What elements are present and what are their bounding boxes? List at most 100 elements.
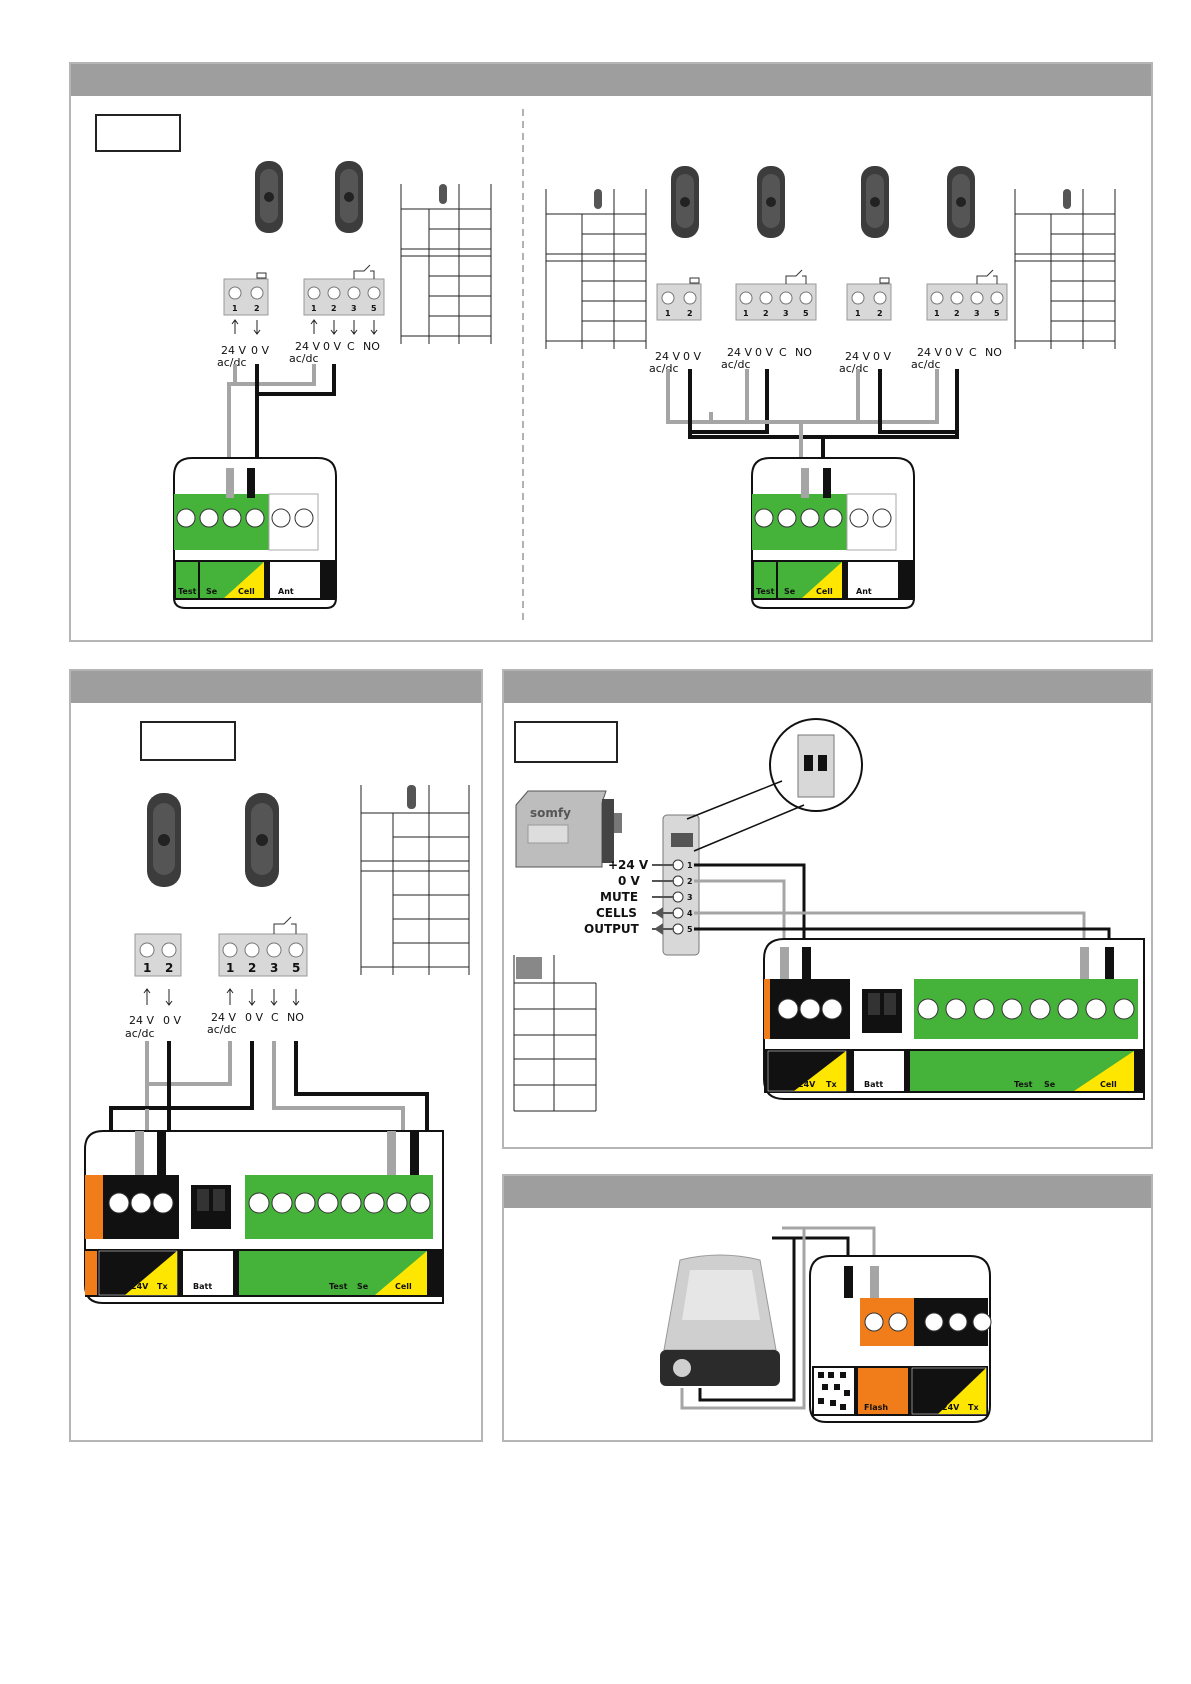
tx-terminal-num: 1	[226, 961, 234, 975]
terminal-table	[513, 955, 597, 1112]
photocell-receiver-icon	[255, 161, 283, 233]
tx-terminal-num: 5	[292, 961, 300, 975]
wire-label: ac/dc	[839, 362, 869, 375]
photocell-receiver-icon	[147, 793, 181, 887]
wire-label: ac/dc	[217, 356, 247, 369]
wire-label: C	[347, 340, 355, 353]
rx-terminal-num: 2	[687, 309, 693, 318]
wire-label: 0 V	[163, 1014, 181, 1027]
tx-terminal-num: 5	[371, 304, 377, 313]
pin-label-24v: +24 V	[608, 858, 649, 872]
rx-terminal-num: 1	[232, 304, 238, 313]
board-label-tx: Tx	[968, 1403, 979, 1412]
board-label-ant: Ant	[856, 587, 872, 596]
board-label-se: Se	[784, 587, 796, 596]
tx-terminal-num: 2	[331, 304, 337, 313]
rx-terminal-num: 1	[665, 309, 671, 318]
board-label-24v: 24V	[942, 1403, 960, 1412]
photocell-receiver-icon	[671, 166, 699, 238]
reflex-photocell-icon: somfy	[515, 790, 622, 868]
board-label-test: Test	[1014, 1080, 1033, 1089]
panel-header	[71, 64, 1151, 96]
rx-terminal-num: 2	[254, 304, 260, 313]
wire-label: 0 V	[755, 346, 773, 359]
wire-label: C	[969, 346, 977, 359]
tx-terminal-num: 3	[974, 309, 980, 318]
wire-label: 0 V	[945, 346, 963, 359]
board-label-ant: Ant	[278, 587, 294, 596]
board-label-tx: Tx	[826, 1080, 837, 1089]
wire-label: ac/dc	[649, 362, 679, 375]
wire-label: C	[271, 1011, 279, 1024]
svg-text:2: 2	[687, 877, 693, 886]
photocell-transmitter-icon	[757, 166, 785, 238]
tx-terminal-block: 1 2 3 5	[735, 269, 817, 321]
rx-terminal-block: 1 2	[846, 277, 892, 321]
panel-flashing-light: Flash 24V Tx	[502, 1174, 1153, 1442]
tx-terminal-num: 5	[994, 309, 1000, 318]
board-label-cell: Cell	[816, 587, 833, 596]
board-label-cell: Cell	[1100, 1080, 1117, 1089]
photocell-transmitter-icon	[245, 793, 279, 887]
wire-label: 0 V	[323, 340, 341, 353]
flashing-light-wiring-diagram: Flash 24V Tx	[660, 1226, 992, 1423]
wire-label: 24 V	[295, 340, 320, 353]
wire-label: NO	[795, 346, 812, 359]
figure-label-box	[95, 114, 181, 152]
board-label-se: Se	[206, 587, 218, 596]
rx-terminal-num: 1	[855, 309, 861, 318]
wire-label: NO	[287, 1011, 304, 1024]
tx-terminal-num: 3	[783, 309, 789, 318]
brand-text: somfy	[530, 806, 571, 820]
wire-label: 0 V	[245, 1011, 263, 1024]
tx-terminal-num: 2	[954, 309, 960, 318]
board-label-cell: Cell	[238, 587, 255, 596]
photocell-transmitter-icon	[335, 161, 363, 233]
panel-header	[504, 671, 1151, 703]
panel-header	[504, 1176, 1151, 1208]
figure-label-box	[140, 721, 236, 761]
panel-photocell-new-board: 1 2 1 2 3 5 24 V ac/dc 0 V 24 V ac/dc 0 …	[69, 669, 483, 1442]
board-label-cell: Cell	[395, 1282, 412, 1291]
photocell-wiring-diagram-2: 1 2 1 2 3 5 24 V ac/dc 0 V 24 V ac/dc 0 …	[84, 785, 470, 1304]
rx-terminal-block: 1 2	[656, 277, 702, 321]
svg-text:3: 3	[687, 893, 693, 902]
svg-text:4: 4	[687, 909, 693, 918]
wire-label: 0 V	[683, 350, 701, 363]
tx-terminal-num: 3	[351, 304, 357, 313]
control-board: Flash 24V Tx	[809, 1255, 992, 1423]
svg-text:1: 1	[687, 861, 693, 870]
tx-terminal-num: 1	[311, 304, 317, 313]
pin-label-cells: CELLS	[596, 906, 637, 920]
wire-label: ac/dc	[289, 352, 319, 365]
board-label-se: Se	[357, 1282, 369, 1291]
wire-label: ac/dc	[721, 358, 751, 371]
terminal-table	[360, 785, 470, 975]
wire-label: ac/dc	[125, 1027, 155, 1040]
pin-label-0v: 0 V	[618, 874, 641, 888]
wire-label: 24 V	[655, 350, 680, 363]
tx-terminal-num: 2	[248, 961, 256, 975]
photocell-transmitter-icon	[947, 166, 975, 238]
wire-label: 24 V	[129, 1014, 154, 1027]
wire-label: ac/dc	[911, 358, 941, 371]
tx-terminal-block: 1 2 3 5	[926, 269, 1008, 321]
rx-terminal-block: 1 2	[223, 272, 269, 316]
tx-terminal-num: 1	[934, 309, 940, 318]
board-label-test: Test	[756, 587, 775, 596]
board-label-flash: Flash	[864, 1403, 888, 1412]
terminal-table	[400, 184, 492, 344]
tx-terminal-num: 1	[743, 309, 749, 318]
tx-terminal-num: 3	[270, 961, 278, 975]
photocell-receiver-icon	[861, 166, 889, 238]
wire-label: 24 V	[917, 346, 942, 359]
wire-label: 24 V	[845, 350, 870, 363]
wire-label: ac/dc	[207, 1023, 237, 1036]
wire-label: C	[779, 346, 787, 359]
orange-flashing-light-icon	[660, 1254, 780, 1386]
control-board: 24V Tx Batt Test Se Cell	[763, 938, 1145, 1100]
dip-switch-icon	[769, 718, 863, 812]
board-label-24v: 24V	[798, 1080, 816, 1089]
rx-terminal-num: 2	[165, 961, 173, 975]
